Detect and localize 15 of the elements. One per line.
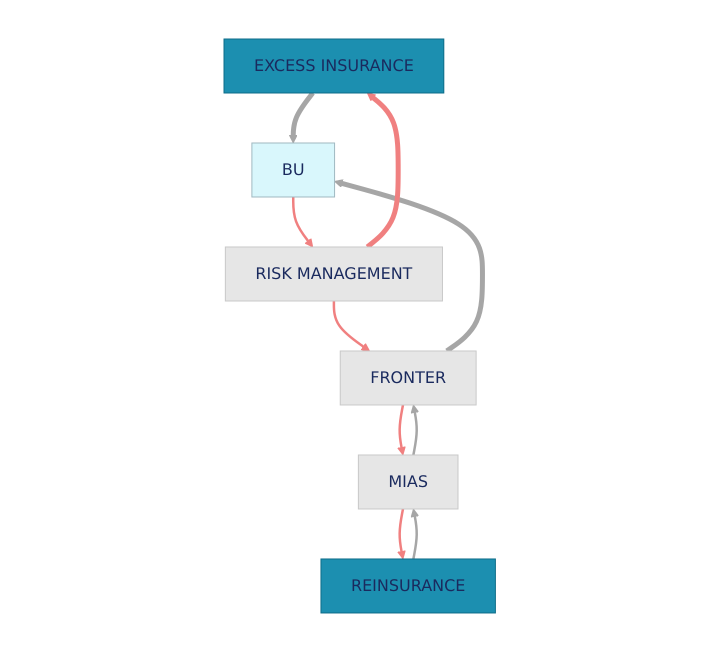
arrow xyxy=(366,92,401,248)
arrow xyxy=(397,404,406,455)
node-box: REINSURANCE xyxy=(320,558,496,613)
node-box: BU xyxy=(252,142,336,197)
node-box: EXCESS INSURANCE xyxy=(224,38,445,93)
arrow xyxy=(332,300,370,351)
arrow xyxy=(289,90,316,143)
arrow xyxy=(334,178,486,353)
arrow xyxy=(292,196,314,247)
arrow xyxy=(397,508,406,559)
node-box: MIAS xyxy=(358,454,459,509)
arrow xyxy=(410,508,420,559)
node-box: RISK MANAGEMENT xyxy=(225,246,444,301)
node-box: FRONTER xyxy=(340,350,477,405)
arrow xyxy=(410,404,420,455)
